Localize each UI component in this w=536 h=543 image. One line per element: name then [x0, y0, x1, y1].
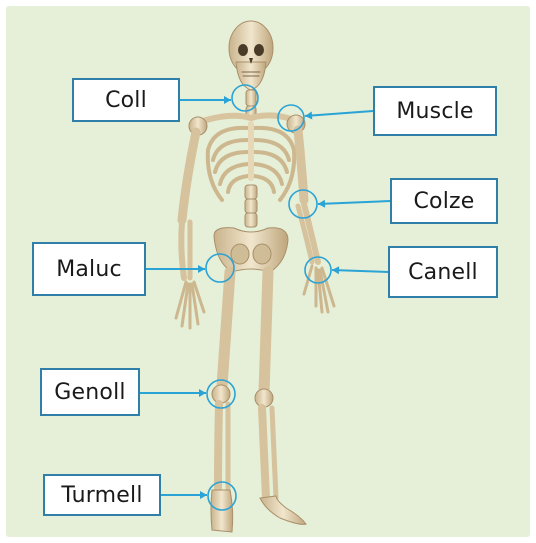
muscle-connector-line	[305, 111, 373, 116]
muscle-label: Muscle	[373, 86, 497, 136]
hands	[176, 266, 334, 328]
maluc-label: Maluc	[32, 242, 146, 296]
colze-connector-line	[318, 201, 390, 204]
feet	[211, 490, 306, 532]
skeleton	[176, 21, 334, 532]
colze-arrowhead	[318, 200, 325, 208]
turmell-arrowhead	[200, 491, 207, 499]
coll-label: Coll	[72, 78, 180, 122]
muscle-arrowhead	[305, 111, 312, 119]
canell-arrowhead	[332, 266, 339, 274]
shoulders	[189, 115, 305, 135]
legs	[212, 272, 276, 498]
colze-label: Colze	[390, 178, 498, 224]
canell-label: Canell	[388, 246, 498, 298]
turmell-label: Turmell	[43, 474, 161, 516]
coll-arrowhead	[224, 96, 231, 104]
pelvis	[214, 228, 288, 272]
skull	[229, 21, 273, 90]
genoll-arrowhead	[199, 389, 206, 397]
maluc-arrowhead	[198, 265, 205, 273]
genoll-label: Genoll	[40, 368, 140, 416]
canell-connector-line	[332, 270, 388, 272]
